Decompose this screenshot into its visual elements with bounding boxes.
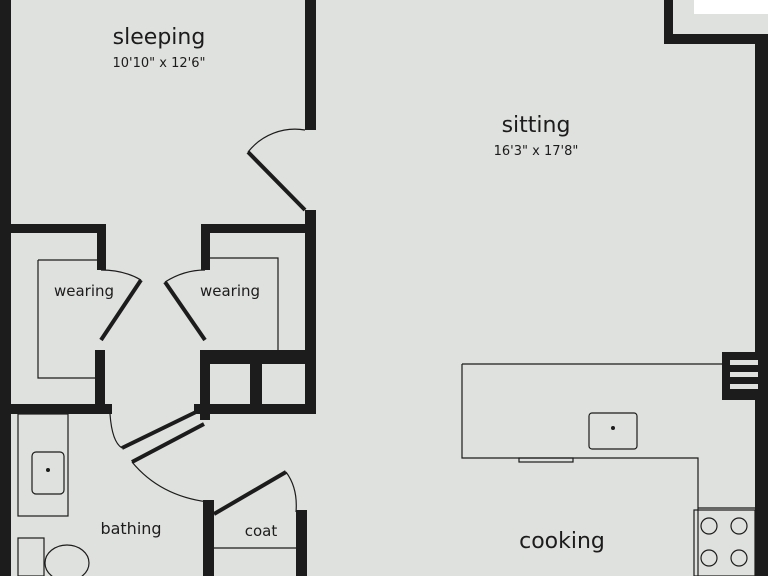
burner-1	[700, 517, 718, 535]
bath-door-leaf-b	[131, 422, 205, 464]
right-closet-bottom-wall	[200, 350, 316, 364]
sleeping-wall-lower	[305, 210, 316, 414]
left-closet-right-wall-upper	[97, 224, 106, 270]
room-name-bathing: bathing	[100, 519, 161, 538]
room-dims-sitting: 16'3" x 17'8"	[494, 144, 579, 159]
left-closet-shelf	[37, 260, 96, 379]
bath-door-leaf-a	[121, 410, 197, 450]
toilet-icon	[17, 537, 90, 576]
right-closet-left-wall-upper	[201, 224, 210, 270]
bath-sink-basin	[31, 451, 65, 495]
kitchen-sink-icon	[588, 412, 638, 450]
bathroom-sink-icon	[31, 451, 65, 495]
interior-walls	[0, 0, 316, 576]
radiator-slot-1	[730, 360, 758, 365]
room-name-wearing-left: wearing	[54, 282, 114, 300]
coat-right-wall	[296, 510, 307, 576]
room-name-sitting: sitting	[502, 113, 571, 138]
room-labels: sleeping 10'10" x 12'6" sitting 16'3" x …	[54, 25, 605, 554]
room-name-coat: coat	[245, 522, 278, 540]
bath-top-wall	[0, 404, 112, 414]
burner-4	[730, 549, 748, 567]
kitchen-sink-drain	[611, 426, 615, 430]
counter-outline	[461, 364, 699, 576]
right-closet-shelf	[210, 257, 279, 352]
left-closet-door-swing	[100, 269, 142, 281]
coat-left-wall	[203, 500, 214, 576]
room-name-cooking: cooking	[519, 529, 605, 554]
left-closet-door-leaf	[99, 278, 143, 342]
kitchen-counter	[461, 363, 755, 576]
left-exterior-wall	[0, 0, 11, 576]
linen-divider-wall	[250, 360, 262, 414]
top-right-wall-vertical	[664, 0, 673, 44]
coat-door-leaf	[212, 470, 288, 516]
right-exterior-wall	[755, 34, 768, 576]
right-closet-door-leaf	[163, 280, 207, 342]
radiator-icon	[722, 352, 758, 400]
radiator-slot-3	[730, 384, 758, 389]
room-dims-sleeping: 10'10" x 12'6"	[113, 56, 206, 71]
bath-sink-drain	[46, 468, 50, 472]
coat-door-swing	[285, 471, 297, 513]
right-closet-top-wall	[201, 224, 316, 233]
left-closet-top-wall	[0, 224, 106, 233]
left-closet-right-wall-lower	[95, 350, 105, 414]
closet-outlines	[17, 257, 298, 549]
linen-bottom-wall	[194, 404, 316, 414]
radiator-slot-2	[730, 372, 758, 377]
top-right-wall-horizontal	[664, 34, 768, 44]
room-name-sleeping: sleeping	[113, 25, 206, 50]
room-name-wearing-right: wearing	[200, 282, 260, 300]
doors	[99, 128, 307, 516]
linen-left-wall	[200, 350, 210, 420]
bath-door-swing-a	[109, 413, 123, 449]
counter-overhang	[518, 457, 574, 463]
toilet-tank	[17, 537, 45, 576]
bath-door-swing-b	[131, 461, 209, 503]
cooktop-frame	[693, 509, 756, 576]
vanity	[17, 413, 69, 517]
burner-3	[700, 549, 718, 567]
sleeping-door-swing	[247, 128, 306, 153]
window-opening	[694, 0, 768, 14]
sleeping-wall-upper	[305, 0, 316, 130]
toilet-bowl	[44, 544, 90, 576]
cooktop-icon	[693, 509, 756, 576]
sleeping-door-leaf	[246, 150, 307, 212]
right-closet-door-swing	[164, 269, 206, 283]
kitchen-sink-basin	[588, 412, 638, 450]
burner-2	[730, 517, 748, 535]
